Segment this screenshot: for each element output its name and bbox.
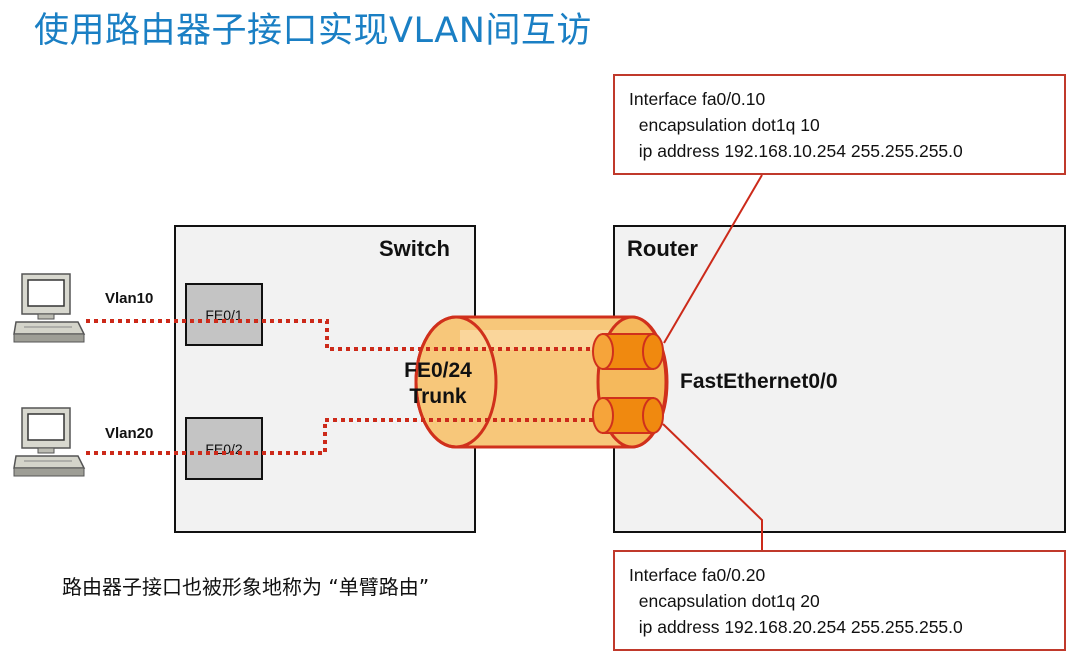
router-box: Router xyxy=(613,225,1066,533)
switch-label: Switch xyxy=(379,236,450,261)
trunk-left-end xyxy=(414,315,498,449)
computer-2-icon xyxy=(13,407,86,477)
router-label: Router xyxy=(627,236,698,261)
switch-port-fe0-2: FE0/2 xyxy=(185,417,263,480)
config-line: encapsulation dot1q 20 xyxy=(629,591,820,611)
config-line: ip address 192.168.10.254 255.255.255.0 xyxy=(629,141,963,161)
subinterface-10-icon xyxy=(592,333,664,370)
router-interface-label: FastEthernet0/0 xyxy=(680,370,838,393)
computer-1-icon xyxy=(13,273,86,343)
page-title: 使用路由器子接口实现VLAN间互访 xyxy=(34,11,592,51)
trunk-label: FE0/24 Trunk xyxy=(388,358,488,410)
config-line: Interface fa0/0.20 xyxy=(629,565,766,585)
config-box-fa0-0-10: Interface fa0/0.10 encapsulation dot1q 1… xyxy=(613,74,1066,175)
config-line: encapsulation dot1q 10 xyxy=(629,115,820,135)
config-line: Interface fa0/0.10 xyxy=(629,89,766,109)
config-box-fa0-0-20: Interface fa0/0.20 encapsulation dot1q 2… xyxy=(613,550,1066,651)
trunk-port-label: FE0/24 xyxy=(404,359,472,382)
vlan20-label: Vlan20 xyxy=(105,425,154,442)
leader-line-bottom xyxy=(662,423,763,550)
vlan10-label: Vlan10 xyxy=(105,290,154,307)
vlan10-link xyxy=(86,319,593,351)
subinterface-20-icon xyxy=(592,397,664,434)
config-line: ip address 192.168.20.254 255.255.255.0 xyxy=(629,617,963,637)
leader-line-top xyxy=(663,174,763,344)
switch-port-fe0-1: FE0/1 xyxy=(185,283,263,346)
trunk-mode-label: Trunk xyxy=(409,385,467,408)
caption-text: 路由器子接口也被形象地称为 “单臂路由” xyxy=(62,575,430,599)
